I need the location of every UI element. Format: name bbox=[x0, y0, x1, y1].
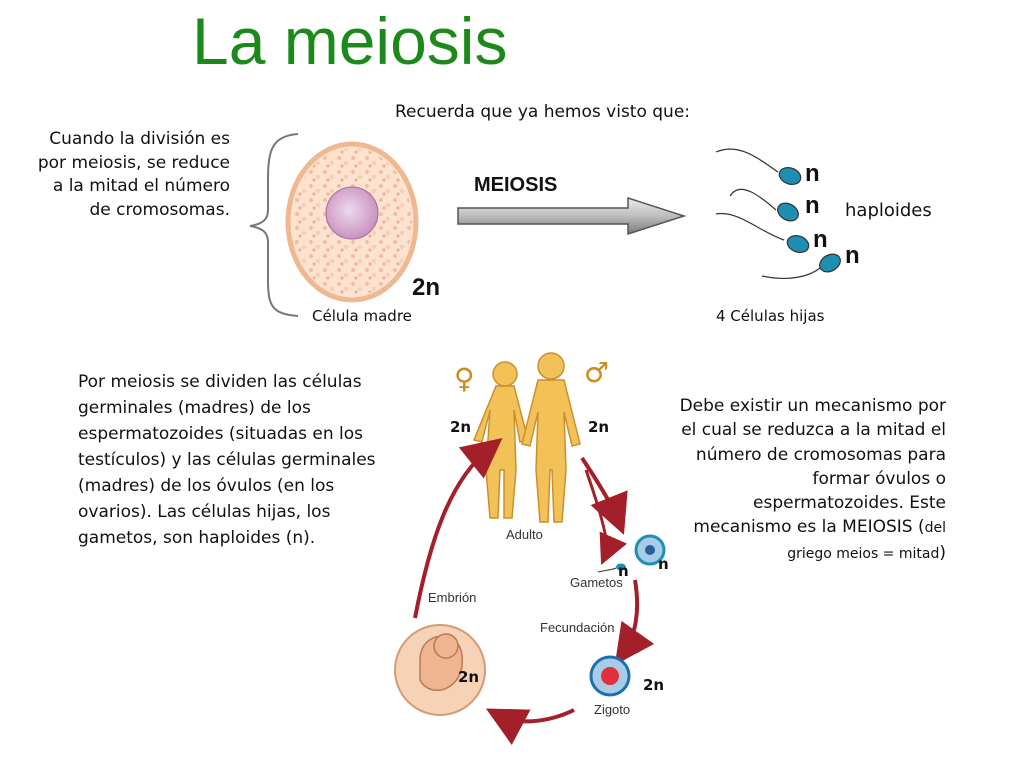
mother-cell-label: 2n bbox=[412, 274, 441, 301]
nucleus bbox=[325, 186, 379, 240]
embryo-2n-label: 2n bbox=[458, 668, 480, 686]
mechanism-text: Debe existir un mecanismo por el cual se… bbox=[679, 396, 946, 538]
mother-cell-caption: Célula madre bbox=[312, 307, 412, 325]
germinal-cells-paragraph: Por meiosis se dividen las células germi… bbox=[78, 372, 376, 548]
male-symbol-icon: ♂ bbox=[584, 356, 610, 389]
daughter-label: n bbox=[805, 160, 820, 187]
zygote-label: Zigoto bbox=[594, 702, 631, 717]
zygote-2n-label: 2n bbox=[643, 676, 665, 694]
zygote-cell bbox=[589, 655, 631, 697]
left-explanation: Cuando la división es por meiosis, se re… bbox=[37, 129, 230, 220]
recall-heading: Recuerda que ya hemos visto que: bbox=[395, 102, 691, 122]
greek-etymology: del griego meios = mitad bbox=[787, 520, 946, 562]
daughter-label: n bbox=[845, 242, 860, 269]
mechanism-paragraph: Debe existir un mecanismo por el cual se… bbox=[676, 394, 946, 566]
egg-cell bbox=[634, 534, 666, 566]
female-symbol-icon: ♀ bbox=[454, 362, 475, 395]
adult-figures bbox=[472, 352, 581, 523]
daughter-label: n bbox=[805, 192, 820, 219]
fertilization-label: Fecundación bbox=[540, 620, 615, 635]
sperm-gamete bbox=[597, 563, 626, 573]
daughter-sperm-cells bbox=[715, 148, 841, 280]
meiosis-arrow-label: MEIOSIS bbox=[474, 174, 558, 196]
page-title: La meiosis bbox=[192, 4, 508, 78]
mother-cell bbox=[285, 141, 419, 303]
egg-n-label: n bbox=[658, 555, 669, 573]
embryo-figure bbox=[394, 624, 486, 716]
embryo-label: Embrión bbox=[428, 590, 477, 605]
female-2n-label: 2n bbox=[450, 418, 472, 436]
meiosis-arrow bbox=[457, 196, 687, 236]
adult-label: Adulto bbox=[506, 527, 543, 542]
closing-paren: ) bbox=[939, 542, 946, 563]
sperm-n-label: n bbox=[618, 562, 629, 580]
life-cycle-arrows bbox=[413, 437, 655, 745]
male-2n-label: 2n bbox=[588, 418, 610, 436]
curly-brace bbox=[249, 133, 299, 317]
haploid-label: haploides bbox=[845, 200, 932, 221]
daughter-cells-caption: 4 Células hijas bbox=[716, 307, 825, 325]
gametes-label: Gametos bbox=[570, 575, 623, 590]
daughter-label: n bbox=[813, 226, 828, 253]
